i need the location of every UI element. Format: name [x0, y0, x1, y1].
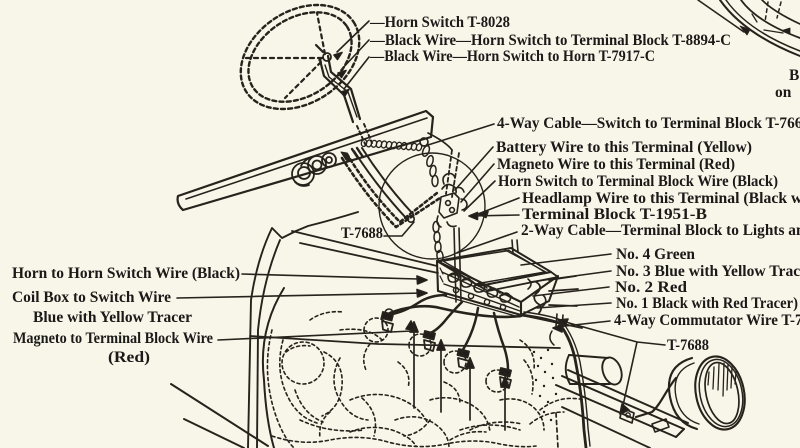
svg-text:(Red): (Red)	[108, 349, 150, 366]
svg-text:No. 3 Blue with Yellow Tracer: No. 3 Blue with Yellow Tracer	[616, 263, 800, 280]
svg-text:Horn to Horn Switch Wire (Blac: Horn to Horn Switch Wire (Black)	[12, 265, 240, 282]
svg-text:No. 1 Black with Red Tracer): No. 1 Black with Red Tracer)	[616, 295, 798, 312]
svg-text:B: B	[789, 67, 799, 84]
svg-text:on: on	[775, 84, 792, 101]
svg-text:4-Way Cable—Switch to Terminal: 4-Way Cable—Switch to Terminal Block T-7…	[497, 115, 800, 132]
svg-text:Horn Switch to Terminal Block: Horn Switch to Terminal Block Wire (Blac…	[498, 173, 778, 190]
svg-text:T-7688: T-7688	[341, 225, 383, 242]
svg-text:Coil Box to Switch Wire: Coil Box to Switch Wire	[12, 289, 171, 306]
svg-text:—Horn Switch T-8028: —Horn Switch T-8028	[369, 14, 510, 31]
svg-text:T-7688: T-7688	[667, 337, 709, 354]
svg-text:—Black Wire—Horn Switch to Ter: —Black Wire—Horn Switch to Terminal Bloc…	[369, 32, 731, 49]
svg-text:2-Way Cable—Terminal Block to: 2-Way Cable—Terminal Block to Lights and	[521, 222, 800, 239]
svg-text:Magneto to Terminal Block Wire: Magneto to Terminal Block Wire	[13, 330, 213, 347]
svg-text:—Black Wire—Horn Switch to Hor: —Black Wire—Horn Switch to Horn T-7917-C	[369, 48, 655, 65]
svg-text:No. 4 Green: No. 4 Green	[616, 246, 695, 263]
svg-text:Terminal Block T-1951-B: Terminal Block T-1951-B	[522, 206, 707, 223]
svg-text:Blue with Yellow Tracer: Blue with Yellow Tracer	[33, 309, 192, 326]
svg-text:Battery Wire to this Terminal: Battery Wire to this Terminal (Yellow)	[496, 139, 752, 156]
svg-text:No. 2 Red: No. 2 Red	[615, 279, 687, 296]
svg-text:Headlamp Wire to this Terminal: Headlamp Wire to this Terminal (Black wi…	[522, 190, 800, 207]
svg-text:Magneto Wire to this Terminal: Magneto Wire to this Terminal (Red)	[497, 156, 735, 173]
svg-text:4-Way Commutator Wire T-76: 4-Way Commutator Wire T-76	[614, 312, 800, 329]
